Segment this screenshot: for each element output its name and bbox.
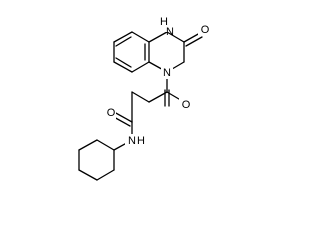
- bond: [78, 169, 98, 181]
- bond: [115, 57, 132, 68]
- atom-label-o-keto: O: [182, 99, 191, 111]
- bond: [148, 31, 168, 43]
- bond: [78, 139, 98, 151]
- molecule-structure-diagram: H N O N O O N H: [78, 16, 210, 181]
- bond: [113, 61, 133, 73]
- bond: [148, 91, 168, 103]
- atom-label-o-amide: O: [107, 107, 116, 119]
- atom-label-n-ring-top: N: [166, 26, 174, 38]
- atom-label-h-amide: H: [137, 135, 145, 147]
- bond: [131, 91, 150, 103]
- bond: [113, 31, 133, 43]
- atom-label-n-amide: N: [128, 135, 136, 147]
- atom-labels: H N O N O O N H: [104, 16, 210, 147]
- bond: [131, 61, 150, 73]
- bond: [96, 169, 115, 181]
- atom-label-n-ring-acyl: N: [163, 67, 171, 79]
- bond-layer: [78, 31, 203, 181]
- atom-label-h-nh: H: [160, 16, 168, 28]
- bond: [166, 31, 185, 43]
- bond: [183, 32, 201, 43]
- bond: [96, 139, 115, 151]
- bond: [115, 36, 132, 47]
- atom-label-o-lactam: O: [201, 24, 210, 36]
- bond: [185, 36, 203, 47]
- bond: [113, 111, 133, 123]
- bond: [131, 31, 150, 43]
